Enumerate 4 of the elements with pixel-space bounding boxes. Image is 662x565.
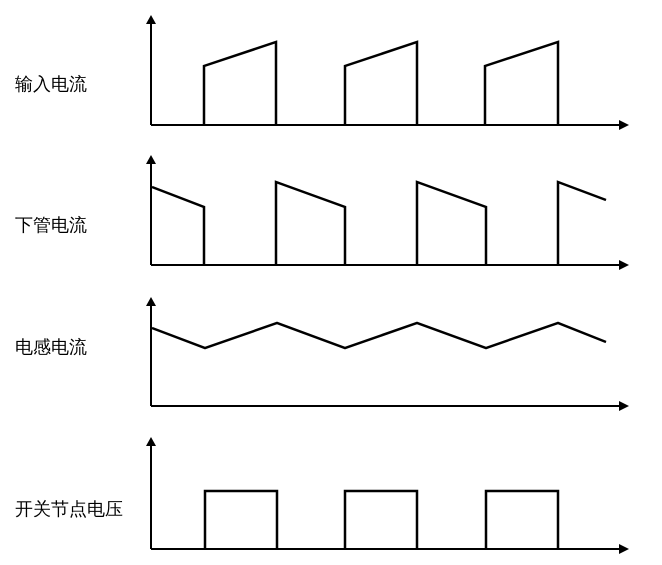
signal-label: 下管电流 <box>15 215 87 237</box>
signal-label: 开关节点电压 <box>15 499 123 521</box>
signal-label: 电感电流 <box>15 337 87 359</box>
signal-label: 输入电流 <box>15 74 87 96</box>
